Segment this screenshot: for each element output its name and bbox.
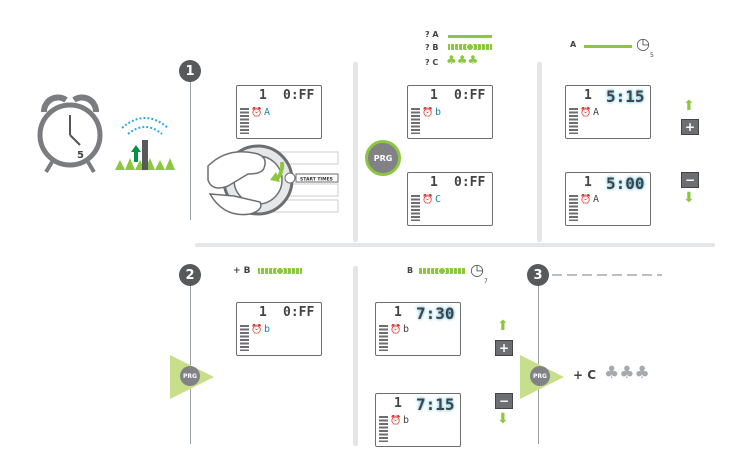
- lcd-bar-indicator: [569, 195, 578, 221]
- hand-dial-illustration: START TIMES: [207, 144, 339, 216]
- lcd-display: 1 7:30 ⏰ b: [375, 302, 461, 356]
- lcd-time: 0:FF: [283, 88, 315, 103]
- clock-icon: ⏰: [251, 325, 263, 335]
- lcd-display: 1 7:15 ⏰ b: [375, 393, 461, 447]
- clock-icon: ⏰: [251, 108, 263, 118]
- clock-icon: ⏰: [422, 195, 434, 205]
- clock-day-label: 7: [484, 278, 488, 285]
- grass-low-icon: [584, 45, 632, 48]
- step-number-3: 3: [527, 264, 549, 286]
- lcd-program: b: [403, 415, 410, 426]
- lcd-bar-indicator: [411, 108, 420, 134]
- alarm-clock-sprinkler-illustration: 5: [37, 94, 175, 174]
- separator: [353, 62, 358, 242]
- grass-low-icon: [448, 35, 492, 38]
- lcd-bar-indicator: [379, 325, 388, 351]
- alarm-clock-icon: [37, 94, 103, 174]
- lcd-bar-indicator: [240, 108, 249, 134]
- lcd-program: A: [264, 107, 271, 118]
- plus-b-label: + B: [233, 266, 251, 276]
- shrub-icon: [258, 268, 302, 274]
- prg-button[interactable]: PRG: [365, 140, 401, 176]
- lcd-bar-indicator: [379, 416, 388, 442]
- separator: [353, 266, 358, 446]
- minus-button[interactable]: −: [681, 172, 699, 188]
- lcd-time-blinking: 7:30: [416, 304, 455, 323]
- lcd-station: 1: [259, 88, 267, 103]
- arrow-up-icon: ⬆: [497, 318, 509, 334]
- lcd-time-blinking: 5:15: [606, 87, 645, 106]
- sprinkler-icon: [115, 117, 175, 170]
- lcd-display: 1 0:FF ⏰ b: [407, 85, 493, 139]
- clock-icon: ⏰: [390, 325, 402, 335]
- lcd-bar-indicator: [569, 108, 578, 134]
- lcd-program: b: [435, 107, 442, 118]
- minus-button[interactable]: −: [495, 393, 513, 409]
- tree-icon: ♣♣♣: [604, 363, 650, 383]
- shrub-icon: [448, 44, 492, 50]
- lcd-station: 1: [259, 305, 267, 320]
- lcd-program: b: [264, 324, 271, 335]
- clock-icon: ⏰: [580, 195, 592, 205]
- clock-icon: ⏰: [422, 108, 434, 118]
- prg-button[interactable]: PRG: [530, 366, 550, 386]
- start-times-label: START TIMES: [300, 177, 333, 183]
- clock-icon: ⏰: [580, 108, 592, 118]
- clock-icon: ⏰: [390, 416, 402, 426]
- lcd-time: 0:FF: [283, 305, 315, 320]
- plus-button[interactable]: +: [495, 340, 513, 356]
- arrow-up-icon: ⬆: [683, 98, 695, 114]
- step-number-1: 1: [179, 60, 201, 82]
- lcd-station: 1: [394, 305, 402, 320]
- lcd-bar-indicator: [240, 325, 249, 351]
- lcd-display: 1 5:00 ⏰ A: [565, 172, 651, 226]
- lcd-program: C: [435, 194, 442, 205]
- lcd-time-blinking: 5:00: [606, 174, 645, 193]
- prg-button[interactable]: PRG: [180, 366, 200, 386]
- lcd-time-blinking: 7:15: [416, 395, 455, 414]
- lcd-display: 1 0:FF ⏰ A: [236, 85, 322, 139]
- separator: [195, 243, 715, 247]
- tree-icon: ♣♣♣: [446, 53, 479, 67]
- lcd-display: 1 5:15 ⏰ A: [565, 85, 651, 139]
- lcd-station: 1: [584, 175, 592, 190]
- alarm-day-label: 5: [77, 150, 84, 161]
- program-b-short: B: [407, 266, 414, 275]
- lcd-time: 0:FF: [454, 175, 486, 190]
- clock-day-label: 5: [650, 52, 654, 59]
- arrow-down-icon: ⬇: [497, 411, 509, 427]
- separator: [537, 62, 542, 242]
- shrub-icon: [418, 268, 466, 274]
- lcd-time: 0:FF: [454, 88, 486, 103]
- lcd-display: 1 0:FF ⏰ C: [407, 172, 493, 226]
- program-b-label: ? B: [425, 43, 439, 52]
- clock-icon: ◷: [636, 34, 650, 53]
- program-a-label: ? A: [425, 30, 439, 39]
- arrow-down-icon: ⬇: [683, 190, 695, 206]
- dashed-line: [552, 274, 662, 276]
- lcd-station: 1: [584, 88, 592, 103]
- step-line: [190, 80, 191, 220]
- clock-icon: ◷: [470, 260, 484, 279]
- lcd-program: b: [403, 324, 410, 335]
- plus-button[interactable]: +: [681, 119, 699, 135]
- program-a-short: A: [570, 40, 577, 49]
- lcd-station: 1: [430, 88, 438, 103]
- step-number-2: 2: [179, 264, 201, 286]
- lcd-station: 1: [430, 175, 438, 190]
- lcd-station: 1: [394, 396, 402, 411]
- lcd-display: 1 0:FF ⏰ b: [236, 302, 322, 356]
- program-c-label: ? C: [425, 58, 439, 67]
- lcd-bar-indicator: [411, 195, 420, 221]
- lcd-program: A: [593, 107, 600, 118]
- plus-c-label: + C: [573, 368, 597, 382]
- lcd-program: A: [593, 194, 600, 205]
